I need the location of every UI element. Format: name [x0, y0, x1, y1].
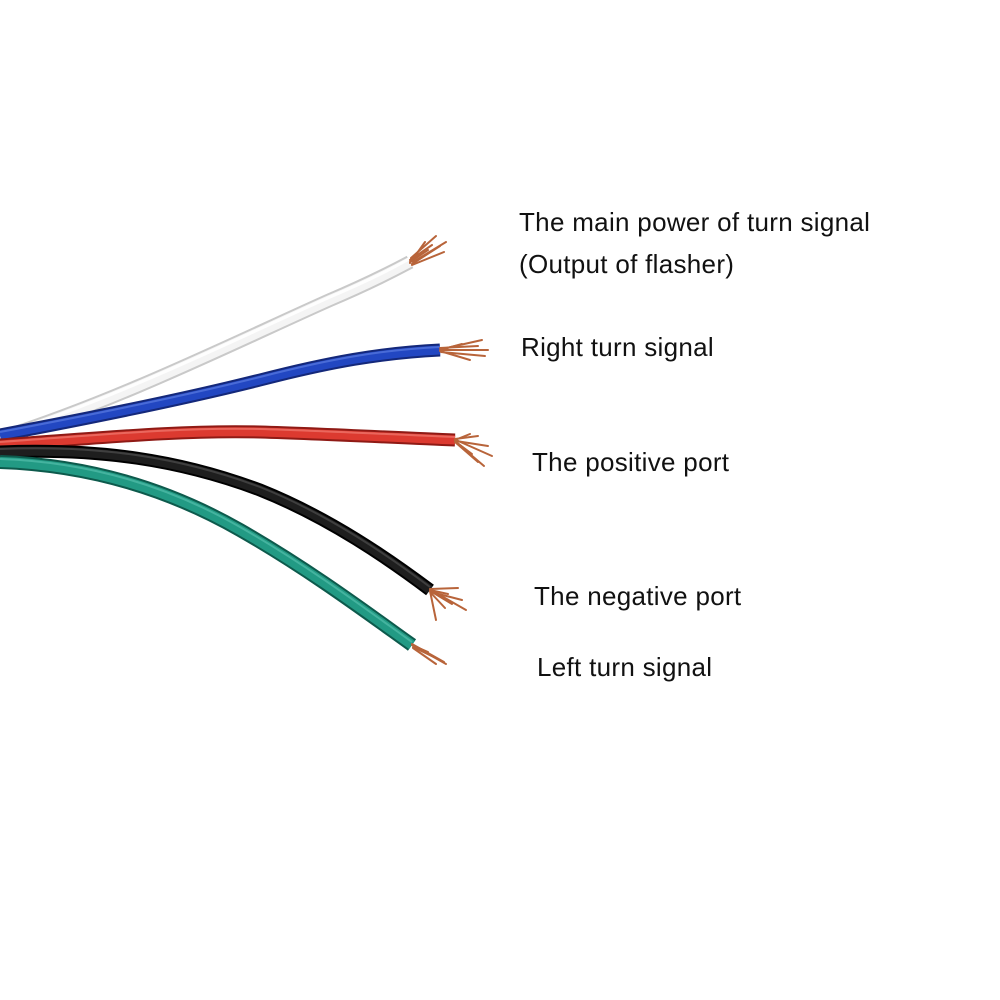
white-wire-copper-end	[409, 235, 447, 266]
green-wire	[0, 455, 417, 651]
black-wire-copper-end	[429, 587, 467, 621]
positive-port-label: The positive port	[532, 447, 730, 477]
white-wire	[0, 255, 414, 445]
left-turn-signal-label: Left turn signal	[537, 652, 713, 682]
blue-wire	[0, 343, 441, 442]
green-wire-copper-end	[411, 643, 447, 665]
red-wire-copper-end	[454, 433, 493, 467]
right-turn-signal-label: Right turn signal	[521, 332, 714, 362]
negative-port-label: The negative port	[534, 581, 742, 611]
blue-wire-copper-end	[439, 339, 489, 361]
main-power-sublabel: (Output of flasher)	[519, 249, 735, 279]
main-power-label: The main power of turn signal	[519, 207, 871, 237]
black-wire	[0, 444, 434, 596]
red-wire	[0, 425, 456, 452]
